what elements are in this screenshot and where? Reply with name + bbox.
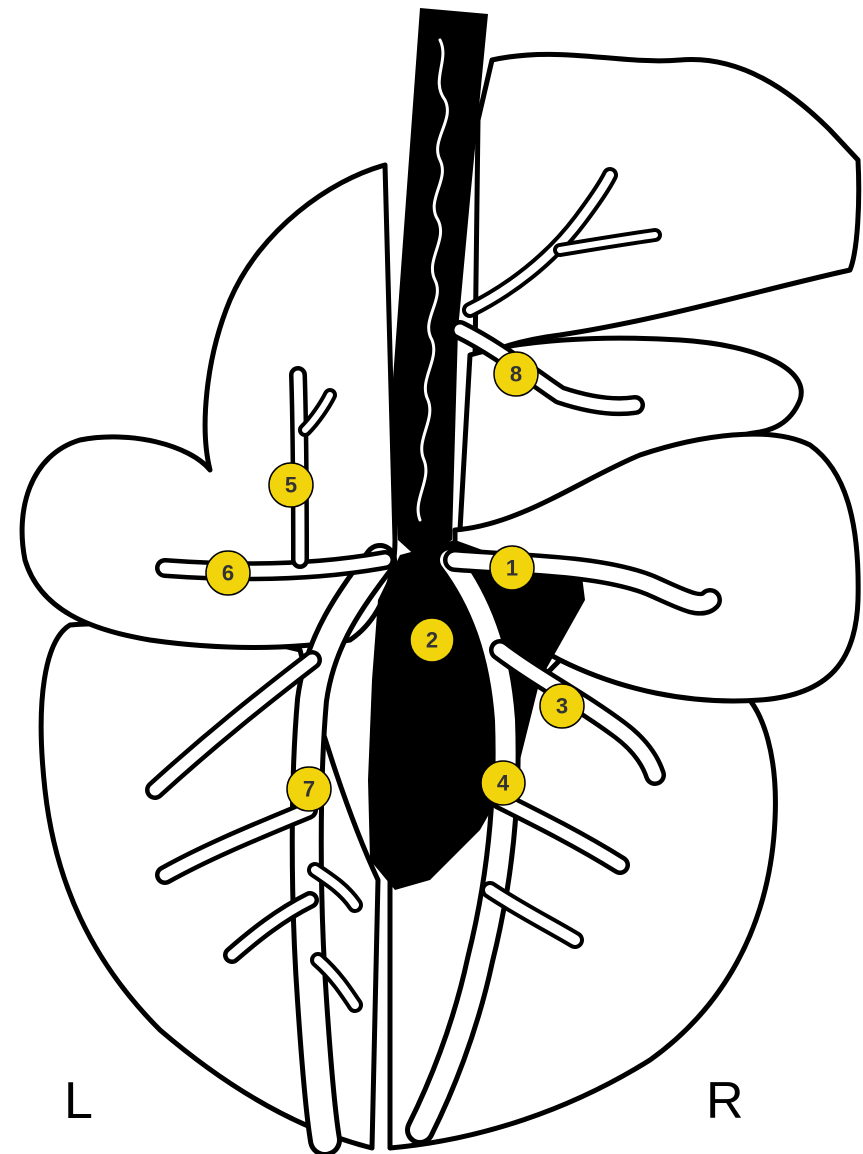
marker-4-label: 4 [497,771,510,796]
marker-5: 5 [269,463,313,507]
marker-3: 3 [540,684,584,728]
marker-8: 8 [494,352,538,396]
right-side-label: R [706,1075,744,1127]
marker-1-label: 1 [506,556,518,581]
marker-7-label: 7 [303,777,315,802]
marker-2: 2 [410,618,454,662]
marker-7: 7 [287,767,331,811]
left-side-label: L [64,1075,93,1127]
marker-6: 6 [206,551,250,595]
marker-1: 1 [490,546,534,590]
marker-4: 4 [481,761,525,805]
right-upper-lobe [475,54,859,360]
marker-5-label: 5 [285,473,297,498]
marker-8-label: 8 [510,362,522,387]
marker-6-label: 6 [222,561,234,586]
marker-3-label: 3 [556,694,568,719]
marker-2-label: 2 [426,628,438,653]
